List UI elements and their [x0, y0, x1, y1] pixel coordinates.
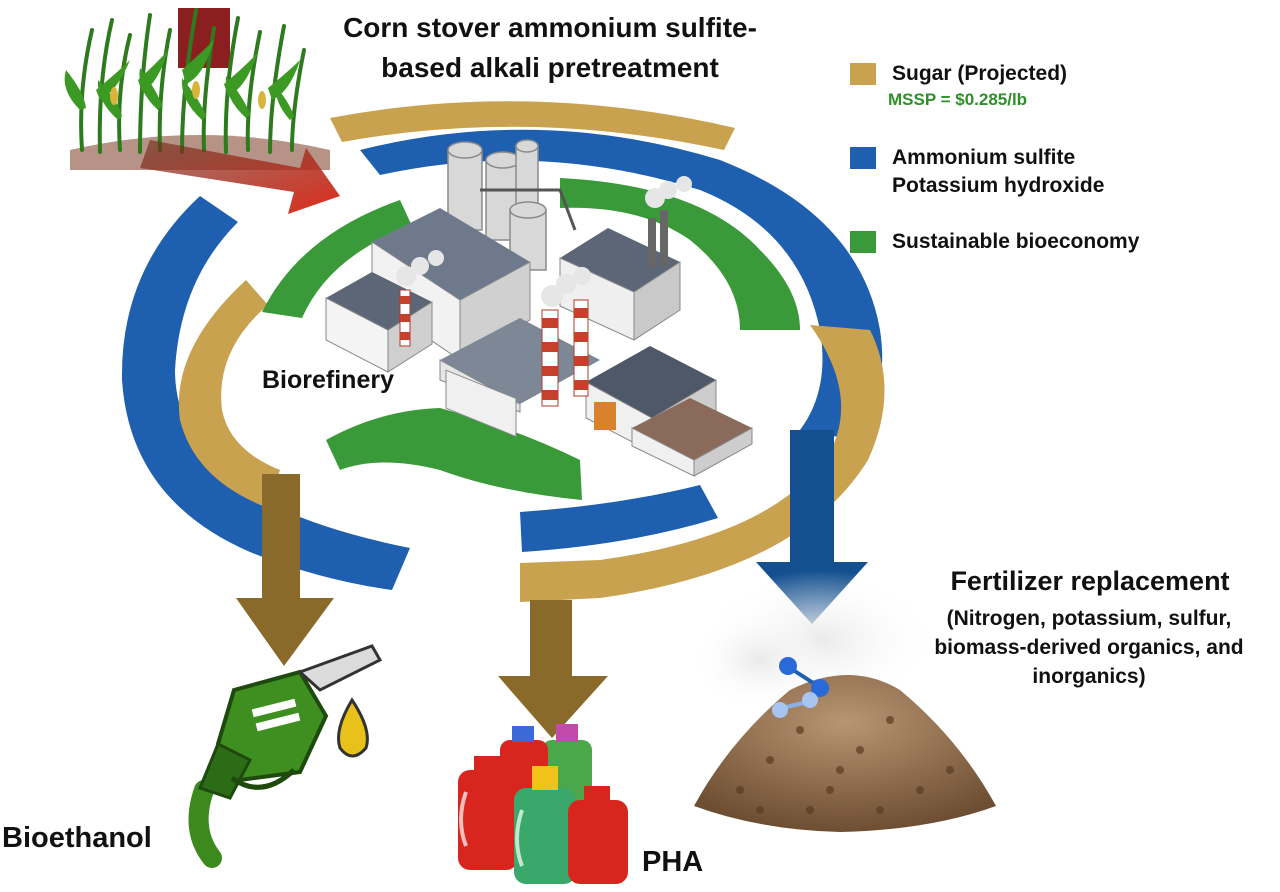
fuel-drop-icon	[337, 697, 369, 758]
legend-sugar-note: MSSP = $0.285/lb	[888, 90, 1028, 109]
legend-item-sugar: Sugar (Projected)	[850, 60, 1067, 88]
molecule-icon	[772, 657, 829, 718]
legend-label-blue-line-1: Ammonium sulfite	[892, 146, 1076, 169]
corn-field-icon	[64, 8, 330, 170]
legend-item-blue: Ammonium sulfite Potassium hydroxide	[850, 144, 1104, 200]
legend-label-sugar: Sugar (Projected)	[892, 62, 1068, 85]
arrow-to-pha	[498, 600, 608, 738]
green-ring-top	[262, 200, 412, 318]
legend-label-green: Sustainable bioeconomy	[892, 230, 1140, 253]
legend-label-blue: Ammonium sulfite Potassium hydroxide	[892, 144, 1104, 200]
green-ring-top-right	[560, 178, 800, 330]
biorefinery-label: Biorefinery	[262, 366, 394, 394]
diagram-title: Corn stover ammonium sulfite- based alka…	[270, 8, 830, 88]
blue-ring-top-right	[360, 129, 883, 440]
blue-ring-left	[121, 196, 410, 590]
blue-ring-bottom	[520, 485, 718, 552]
fertilizer-detail-line-3: inorganics)	[1032, 665, 1146, 688]
legend-item-green: Sustainable bioeconomy	[850, 228, 1139, 256]
title-line-1: Corn stover ammonium sulfite-	[343, 12, 757, 43]
feedstock-arrow	[140, 140, 340, 214]
fertilizer-detail: (Nitrogen, potassium, sulfur, biomass-de…	[898, 604, 1280, 691]
fuel-nozzle-icon	[188, 644, 383, 868]
fertilizer-detail-line-2: biomass-derived organics, and	[934, 636, 1244, 659]
factory-icon	[325, 139, 753, 477]
legend-swatch-green	[850, 231, 876, 253]
pha-label: PHA	[642, 846, 704, 878]
sugar-ring-top	[330, 101, 735, 150]
green-ring-bottom	[326, 408, 582, 500]
arrow-to-bioethanol	[236, 474, 334, 666]
legend-swatch-blue	[850, 147, 876, 169]
bioethanol-label: Bioethanol	[2, 822, 152, 854]
fertilizer-detail-line-1: (Nitrogen, potassium, sulfur,	[946, 607, 1232, 630]
bottles-icon	[458, 724, 628, 884]
fertilizer-title: Fertilizer replacement	[950, 566, 1230, 596]
legend-label-blue-line-2: Potassium hydroxide	[892, 174, 1105, 197]
fertilizer-pile-icon	[690, 570, 996, 832]
title-line-2: based alkali pretreatment	[381, 52, 719, 83]
legend-swatch-sugar	[850, 63, 876, 85]
sugar-ring-left	[178, 280, 280, 508]
